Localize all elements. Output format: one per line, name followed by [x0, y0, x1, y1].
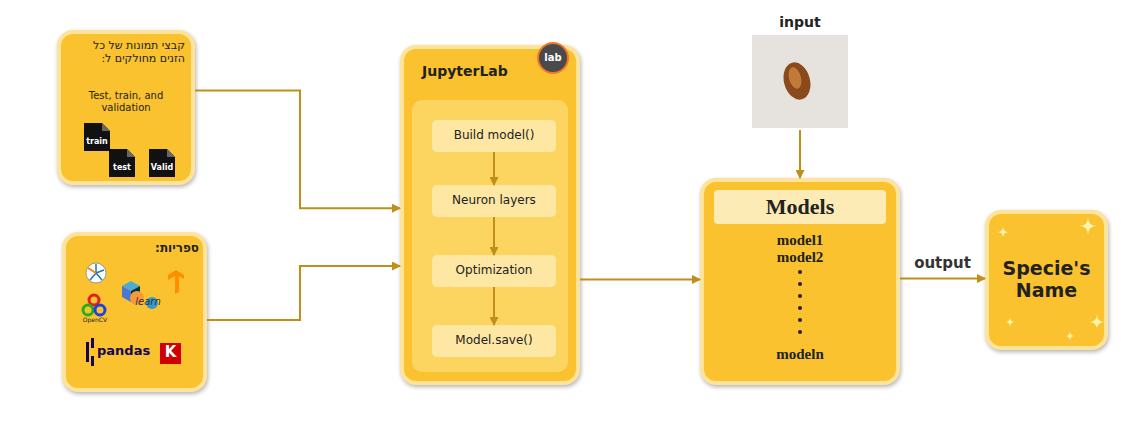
logo-text: learn — [128, 296, 168, 307]
seed — [780, 59, 815, 102]
document-fold — [102, 123, 110, 131]
connector-arrow — [580, 278, 700, 280]
process-step: Optimization — [432, 255, 556, 287]
file-icon: test — [107, 148, 137, 178]
jupyterlab-box: JupyterLabBuild model() Neuron layersOpti… — [400, 45, 580, 385]
file-label: Valid — [147, 163, 177, 172]
result-text: Specie's Name — [997, 258, 1097, 302]
input-image-node: input — [750, 12, 850, 130]
connector-arrow — [207, 266, 400, 320]
file-icon: train — [82, 122, 112, 152]
logo-text: lab — [538, 52, 568, 63]
box-heading: ספריות: — [121, 242, 199, 256]
model-name: modeln — [704, 346, 896, 363]
box-heading: JupyterLab — [422, 63, 547, 79]
process-step: Build model() — [432, 120, 556, 152]
photo-background — [752, 35, 848, 128]
logo-text: K — [160, 344, 181, 361]
logo-text: pandas — [97, 344, 153, 358]
box-body: Test, train, and validation — [70, 90, 182, 113]
connector-arrow — [900, 278, 985, 280]
process-step: Model.save() — [432, 325, 556, 357]
libraries-box: ספריות: — [62, 232, 207, 392]
connector-arrow — [799, 130, 801, 178]
step-text: Optimization — [456, 264, 533, 278]
model-name: model2 — [704, 249, 896, 266]
header-text: Models — [766, 194, 834, 219]
input-heading: input — [750, 14, 850, 30]
seed-photo — [752, 35, 848, 128]
data-files-box: קבצי תמונות של כל הזנים מחולקים ל: Test, … — [57, 30, 195, 185]
step-text: Model.save() — [455, 334, 532, 348]
document-fold — [127, 149, 135, 157]
file-label: train — [82, 137, 112, 146]
step-text: Build model() — [454, 129, 535, 143]
file-label: test — [107, 163, 137, 172]
seed-highlight — [786, 66, 803, 90]
result-box: Specie's Name — [985, 210, 1108, 350]
file-icon: Valid — [147, 148, 177, 178]
step-text: Neuron layers — [452, 194, 536, 208]
process-step: Neuron layers — [432, 185, 556, 217]
document-fold — [167, 149, 175, 157]
models-header: Models — [714, 190, 886, 224]
edge-label: output — [903, 255, 983, 272]
box-heading: קבצי תמונות של כל הזנים מחולקים ל: — [67, 40, 185, 65]
models-box: model1model2 modeln Models — [700, 178, 900, 385]
model-name: model1 — [704, 232, 896, 249]
connector-arrow — [195, 90, 400, 208]
logo-text: OpenCV — [78, 317, 112, 324]
